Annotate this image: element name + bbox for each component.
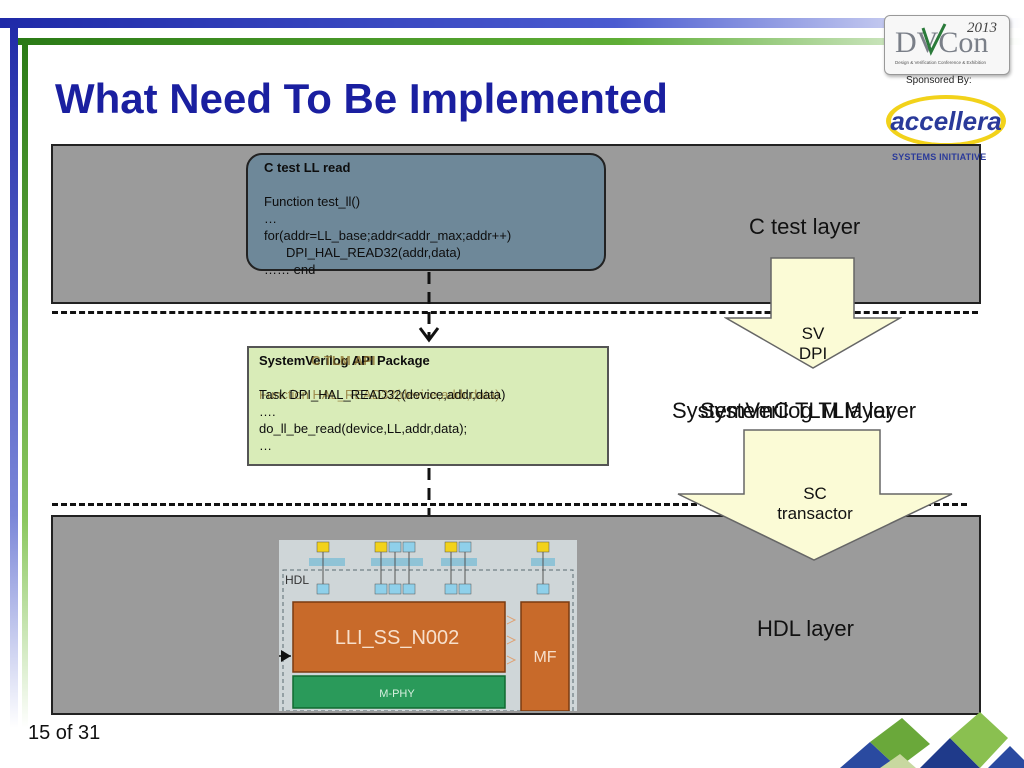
hdl-diagram-svg: HDL LLI_SS_N002 MF M-PHY bbox=[279, 540, 577, 711]
systemverilog-api-package-box: SystemVerilog API Package C TLM API Func… bbox=[247, 346, 609, 466]
c-box-line2: … bbox=[264, 211, 277, 226]
c-box-line5: …… end bbox=[264, 262, 316, 277]
accellera-logo-icon: accellera bbox=[886, 95, 1006, 147]
sv-box-task-line: Task DPI_HAL_READ32(device,addr,data) bbox=[259, 387, 506, 402]
m-phy-block-label: M-PHY bbox=[379, 688, 415, 700]
lli-ss-block bbox=[292, 601, 506, 673]
sv-box-function-line: Function HAL_READ32(device,addr,data) bbox=[259, 387, 500, 402]
sc-transactor-line2: transactor bbox=[777, 504, 853, 523]
dvcon-logo-tagline: Design & Verification Conference & Exhib… bbox=[895, 60, 987, 65]
sv-box-line4: … bbox=[259, 438, 272, 453]
accellera-logo: accellera bbox=[884, 92, 1008, 150]
c-tlm-api-heading: C TLM API bbox=[311, 353, 376, 368]
systemc-tlm-layer-label: SystemC TLM layer bbox=[700, 398, 893, 423]
m-phy-block bbox=[292, 675, 506, 709]
layer-separator-top bbox=[52, 311, 978, 314]
side-green-bar bbox=[22, 38, 28, 728]
sponsored-by: Sponsored By: bbox=[906, 75, 972, 86]
accellera-logo-text: accellera bbox=[890, 106, 1001, 136]
header-blue-bar bbox=[0, 18, 1024, 28]
sv-dpi-line1: SV bbox=[801, 324, 825, 343]
hdl-block-diagram: HDL LLI_SS_N002 MF M-PHY bbox=[279, 540, 577, 711]
corner-cubes-decoration bbox=[840, 712, 1024, 768]
sc-transactor-arrow-icon bbox=[677, 429, 953, 561]
header-green-bar bbox=[16, 38, 1024, 45]
hdl-tag-text: HDL bbox=[285, 573, 309, 587]
c-box-line1: Function test_ll() bbox=[264, 194, 361, 209]
accellera-subtitle: SYSTEMS INITIATIVE bbox=[892, 152, 987, 162]
systemverilog-tlm-layer-label: SystemVerilog TLM layer bbox=[672, 398, 917, 423]
dvcon-logo: DVCon 2013 Design & Verification Confere… bbox=[884, 15, 1010, 75]
c-test-ll-read-box: C test LL read Function test_ll() … for(… bbox=[246, 153, 606, 277]
c-box-line3: for(addr=LL_base;addr<addr_max;addr++) bbox=[264, 228, 512, 243]
sv-box-heading: SystemVerilog API Package bbox=[259, 353, 430, 368]
dvcon-logo-icon: DVCon 2013 Design & Verification Confere… bbox=[895, 20, 997, 65]
sv-box-line2: …. bbox=[259, 404, 276, 419]
sv-dpi-line2: DPI bbox=[798, 344, 828, 363]
page-number: 15 of 31 bbox=[28, 722, 101, 744]
slide-title: What Need To Be Implemented bbox=[55, 75, 668, 122]
layer-separator-bottom bbox=[52, 503, 967, 506]
mf-block bbox=[520, 601, 570, 711]
lli-ss-block-label: LLI_SS_N002 bbox=[335, 627, 460, 649]
sc-transactor-line1: SC bbox=[803, 484, 827, 503]
sv-dpi-arrow-icon bbox=[724, 257, 902, 369]
sv-dpi-label: SV DPI bbox=[772, 324, 854, 364]
c-box-heading: C test LL read bbox=[264, 160, 351, 175]
hdl-layer-label: HDL layer bbox=[757, 616, 854, 641]
mf-block-label: MF bbox=[533, 649, 556, 666]
hdl-signal-ports bbox=[309, 541, 555, 595]
sv-box-line3: do_ll_be_read(device,LL,addr,data); bbox=[259, 421, 468, 436]
sc-transactor-label: SC transactor bbox=[755, 484, 875, 524]
c-box-line4: DPI_HAL_READ32(addr,data) bbox=[286, 245, 461, 260]
c-test-layer-label: C test layer bbox=[749, 214, 861, 239]
side-blue-bar bbox=[10, 18, 18, 728]
dvcon-logo-year: 2013 bbox=[967, 20, 997, 36]
